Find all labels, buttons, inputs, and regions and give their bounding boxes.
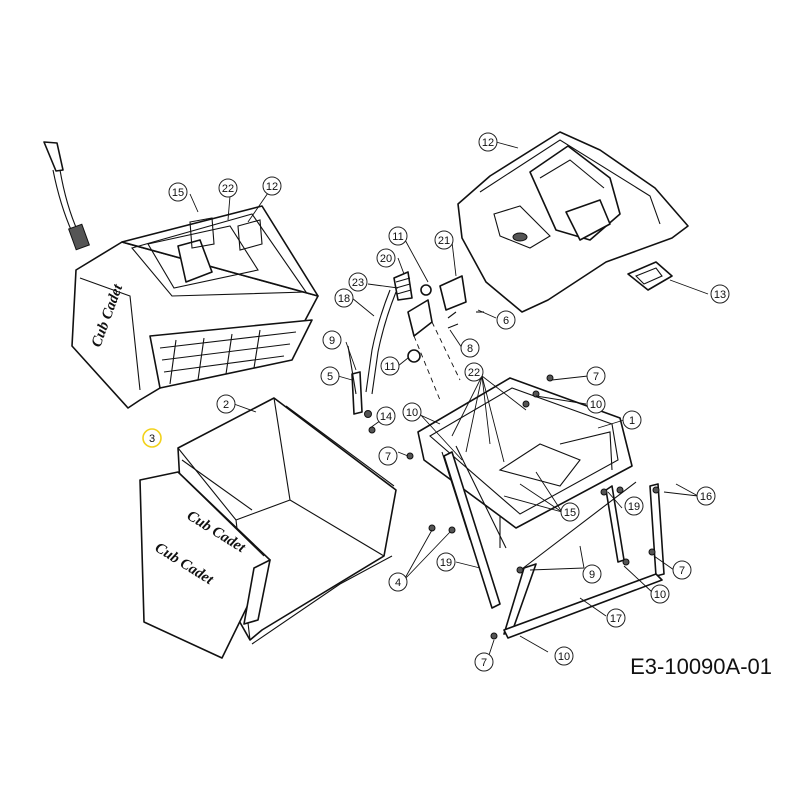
callout-9a: 9 [322,330,342,350]
svg-text:7: 7 [593,371,599,383]
svg-text:14: 14 [380,411,392,423]
callout-3: 3 [142,428,162,448]
callout-23: 23 [348,272,368,292]
callout-7a: 7 [586,366,606,386]
svg-text:11: 11 [384,361,395,373]
svg-text:19: 19 [628,501,640,513]
svg-text:18: 18 [338,293,350,305]
callout-18: 18 [334,288,354,308]
callout-7c: 7 [672,560,692,580]
support-frame [443,451,665,639]
svg-text:22: 22 [222,183,234,195]
svg-text:19: 19 [440,557,452,569]
callout-9b: 9 [582,564,602,584]
svg-text:15: 15 [172,187,184,199]
svg-text:13: 13 [714,289,726,301]
svg-text:12: 12 [266,181,278,193]
callout-17: 17 [606,608,626,628]
callout-11b: 11 [380,356,400,376]
svg-text:10: 10 [558,651,570,663]
callout-15b: 15 [560,502,580,522]
svg-text:9: 9 [589,569,595,581]
svg-text:2: 2 [223,399,229,411]
svg-text:12: 12 [482,137,494,149]
callout-5: 5 [320,366,340,386]
handle-bracket [347,345,372,418]
handle-grip [627,261,673,291]
svg-text:22: 22 [468,367,480,379]
callout-19b: 19 [624,496,644,516]
callout-12a: 12 [478,132,498,152]
drawing-code: E3-10090A-01 [630,654,772,679]
callout-13: 13 [710,284,730,304]
svg-text:5: 5 [327,371,333,383]
hinge-hardware-cluster [365,271,484,401]
callout-10c: 10 [650,584,670,604]
svg-text:16: 16 [700,491,712,503]
svg-text:7: 7 [385,451,391,463]
callout-10d: 10 [554,646,574,666]
svg-text:17: 17 [610,613,622,625]
callout-11a: 11 [388,226,408,246]
svg-text:6: 6 [503,315,509,327]
svg-text:3: 3 [149,433,155,445]
svg-text:20: 20 [380,253,392,265]
callout-15a: 15 [168,182,188,202]
callout-14: 14 [376,406,396,426]
svg-text:10: 10 [590,399,602,411]
svg-text:1: 1 [629,415,635,427]
svg-text:7: 7 [481,657,487,669]
callout-20: 20 [376,248,396,268]
callout-10a: 10 [402,402,422,422]
svg-text:21: 21 [438,235,450,247]
callout-19a: 19 [436,552,456,572]
svg-text:8: 8 [467,343,473,355]
fasteners [368,374,656,640]
callout-22a: 22 [218,178,238,198]
svg-text:11: 11 [392,231,403,243]
callout-7b: 7 [378,446,398,466]
callout-4: 4 [388,572,408,592]
callout-22b: 22 [464,362,484,382]
callout-7d: 7 [474,652,494,672]
callout-2: 2 [216,394,236,414]
callout-10b: 10 [586,394,606,414]
callout-12b: 12 [262,176,282,196]
svg-text:10: 10 [406,407,418,419]
svg-text:7: 7 [679,565,685,577]
callout-8: 8 [460,338,480,358]
assembled-grass-catcher: Cub Cadet [43,141,319,409]
callout-16: 16 [696,486,716,506]
callout-6: 6 [496,310,516,330]
svg-text:23: 23 [352,277,364,289]
svg-text:10: 10 [654,589,666,601]
side-panel: Cub Cadet Cub Cadet [139,471,271,659]
callout-1: 1 [622,410,642,430]
svg-text:9: 9 [329,335,335,347]
svg-text:4: 4 [395,577,401,589]
svg-text:15: 15 [564,507,576,519]
leader-lines [189,141,709,659]
catcher-cover [457,131,689,313]
callout-21: 21 [434,230,454,250]
